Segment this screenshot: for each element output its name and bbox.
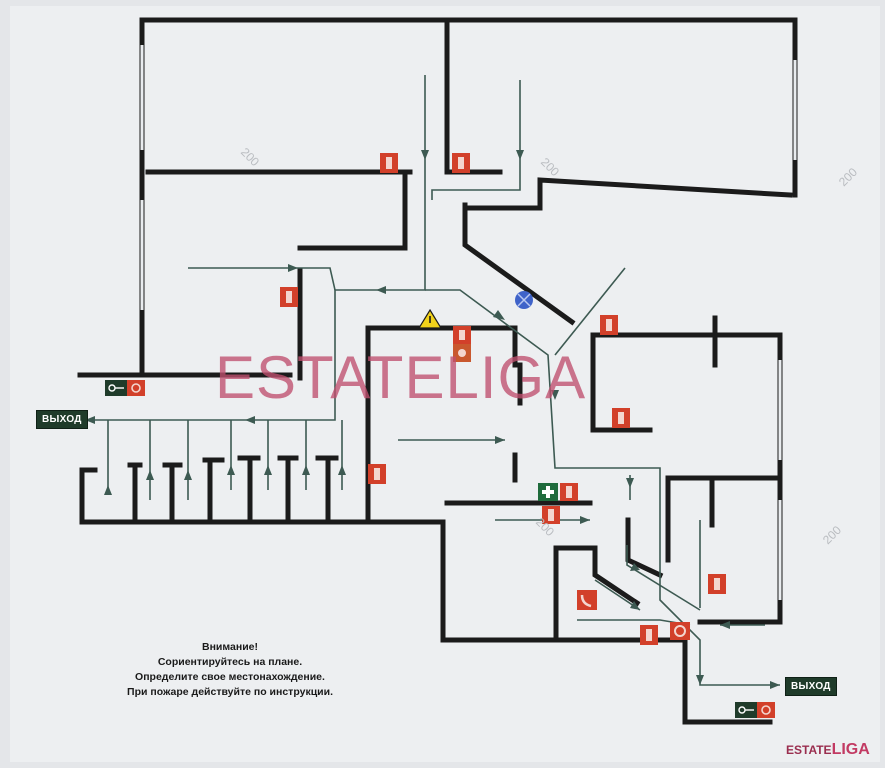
warning-triangle-icon [417,308,443,329]
watermark: ESTATELIGA [215,344,587,411]
site-logo: ESTATELIGA [786,741,870,759]
cubicle-4 [202,457,225,523]
logo-part-1: ESTATE [786,743,832,757]
notice-line-2: Сориентируйтесь на плане. [157,656,303,668]
fire-extinguisher-icon [612,408,630,428]
notice-line-3: Определите свое местонахождение. [135,671,325,683]
notice-line-1: Внимание! [202,641,258,653]
cubicle-7 [315,455,339,523]
key-icon [735,702,757,718]
fire-alarm-button-icon [670,622,690,640]
wall-room-right-top [462,177,793,211]
fire-extinguisher-icon [542,506,560,524]
fire-extinguisher-icon [368,464,386,484]
fire-extinguisher-icon [452,153,470,173]
wall-small-room [590,332,653,433]
wall-center-top [444,17,503,175]
fire-alarm-button-icon [757,702,775,718]
fire-extinguisher-icon [600,315,618,335]
cubicle-3 [162,462,183,523]
cubicle-6 [277,455,299,523]
fire-extinguisher-icon [280,287,298,307]
windows [140,45,797,600]
wall-lower-room-stair [553,545,641,607]
fire-extinguisher-icon [708,574,726,594]
exit-sign-right: ВЫХОД [785,677,837,696]
sprinkler-icon [515,291,533,309]
fire-extinguisher-icon [380,153,398,173]
wall-diagonal [462,202,576,326]
evacuation-notice: Внимание! Сориентируйтесь на плане. Опре… [60,640,400,700]
fire-extinguisher-icon [560,483,578,501]
notice-line-4: При пожаре действуйте по инструкции. [127,686,333,698]
fire-phone-icon [577,590,597,610]
fire-signs [105,153,775,718]
exit-sign-left: ВЫХОД [36,410,88,429]
fire-alarm-button-icon [127,380,145,396]
first-aid-icon [538,483,558,501]
fire-extinguisher-icon [640,625,658,645]
logo-part-2: LIGA [831,741,870,758]
fire-hydrant-icon [453,326,471,362]
cubicle-2 [127,462,143,523]
outer-wall-bottom [79,467,773,725]
route-arrows [85,150,780,689]
key-icon [105,380,127,396]
cubicle-5 [237,455,261,523]
wall-lower-mid [625,517,664,579]
wall-room-divider-2 [297,169,408,251]
